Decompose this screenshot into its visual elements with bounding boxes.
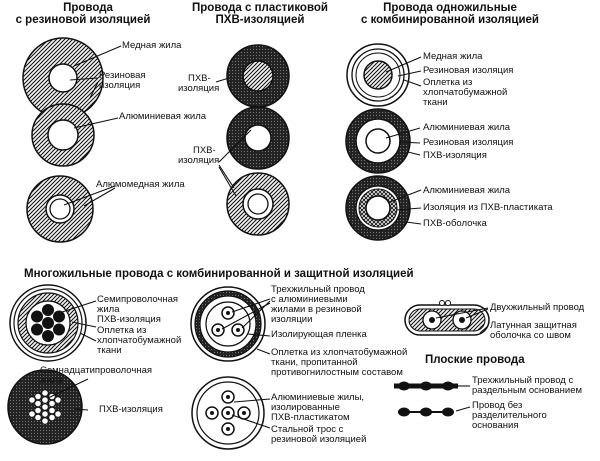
label-r-rubber-ins2: Резиновая изоляция	[423, 137, 514, 148]
label-f-twin: Двухжильный провод	[490, 302, 585, 313]
label-pvc-ins-2b: изоляция	[178, 155, 220, 166]
flat-wire-no-base	[398, 407, 454, 417]
label-f-nosep-2: разделительного	[472, 410, 547, 421]
label-r-braid-2: хлопчатобумажной	[423, 87, 508, 98]
flat-leaders	[455, 385, 471, 412]
label-f-brass-1: Латунная защитная	[490, 320, 577, 331]
multi-seventeen-wire	[7, 369, 83, 445]
label-f-three-1: Трехжильный провод с	[472, 375, 574, 386]
label-aluminum-core: Алюминиевая жила	[119, 111, 207, 122]
center-leaders	[221, 298, 271, 429]
heading-rubber: Провода	[28, 2, 148, 14]
heading-rubber-2: с резиновой изоляцией	[8, 14, 158, 26]
heading-pvc-line1: Провода с пластиковой	[192, 2, 328, 14]
label-pvc-ins-2a: ПХВ-	[193, 145, 216, 156]
label-rubber-ins-1: Резиновая	[99, 70, 146, 81]
label-c-braid-1: Оплетка из хлопчатобумажной	[271, 347, 408, 358]
label-alucopper-core: Алюмомедная жила	[96, 179, 185, 190]
label-c-steel-1: Стальной трос с	[271, 424, 344, 435]
pvc-wire-copper	[226, 44, 290, 108]
label-r-rubber-ins: Резиновая изоляция	[423, 65, 514, 76]
label-m-seven-1: Семипроволочная	[97, 294, 179, 305]
label-c-alu-3: ПХВ-пластикатом	[271, 412, 350, 423]
label-r-pvc-plastic-ins: Изоляция из ПХВ-пластиката	[423, 202, 553, 213]
label-r-braid-1: Оплетка из	[423, 77, 473, 88]
twin-leaders	[435, 307, 489, 334]
rubber-wire-copper	[22, 37, 104, 119]
label-c-braid-3: противогнилостным составом	[271, 367, 403, 378]
label-r-pvc-ins: ПХВ-изоляция	[423, 150, 487, 161]
rubber-wire-alucopper	[26, 175, 94, 243]
heading-rubber-line1: Провода	[63, 2, 113, 14]
combined-wire-pvc-sheath	[345, 175, 411, 241]
label-c-three-2: с алюминиевыми	[271, 294, 348, 305]
label-r-pvc-sheath: ПХВ-оболочка	[423, 218, 487, 229]
combined-leaders	[385, 56, 422, 225]
rubber-wire-aluminum	[31, 103, 95, 167]
combined-wire-aluminum	[345, 108, 411, 174]
multi-seven-wire	[9, 284, 87, 362]
label-c-three-1: Трехжильный провод	[271, 284, 365, 295]
label-c-braid-2: ткани, пропитанной	[271, 357, 358, 368]
label-copper-core: Медная жила	[122, 40, 182, 51]
label-f-three-2: раздельным основанием	[472, 385, 583, 396]
rubber-leaders	[63, 45, 122, 207]
label-c-three-3: жилами в резиновой	[271, 304, 362, 315]
heading-pvc: Провода с пластиковой	[180, 2, 340, 14]
label-r-alu-core2: Алюминиевая жила	[423, 185, 511, 196]
label-m-seventeen-1: Семнадцатипроволочная	[40, 365, 152, 376]
heading-single: Провода одножильные	[350, 2, 550, 14]
heading-pvc-2: ПХВ-изоляцией	[180, 14, 340, 26]
label-c-alu-2: изолированные	[271, 402, 340, 413]
label-rubber-ins-2: изоляция	[99, 80, 141, 91]
label-m-pvc-ins2: ПХВ-изоляция	[99, 404, 163, 415]
heading-single-line1: Провода одножильные	[383, 2, 517, 14]
heading-flat: Плоские провода	[425, 354, 525, 366]
pvc-leaders	[215, 77, 252, 197]
twin-wire	[404, 300, 490, 336]
steel-rope-cable	[191, 376, 265, 450]
label-r-alu-core: Алюминиевая жила	[423, 122, 511, 133]
label-r-copper-core: Медная жила	[423, 51, 483, 62]
heading-rubber-line2: с резиновой изоляцией	[15, 14, 151, 26]
flat-wire-separate-base	[394, 381, 458, 391]
label-m-seventeen-2: жила	[40, 375, 63, 386]
label-m-pvc-ins: ПХВ-изоляция	[97, 314, 161, 325]
label-r-braid-3: ткани	[423, 97, 448, 108]
heading-multi: Многожильные провода с комбинированной и…	[24, 268, 414, 280]
three-core-cable	[190, 286, 266, 362]
heading-pvc-line2: ПХВ-изоляцией	[215, 14, 305, 26]
label-c-three-4: изоляции	[271, 314, 313, 325]
label-c-alu-1: Алюминиевые жилы,	[271, 392, 365, 403]
label-pvc-ins-1b: изоляция	[178, 83, 220, 94]
multi-leaders	[47, 300, 97, 411]
label-m-braid-2: хлопчатобумажной	[97, 335, 182, 346]
pvc-wire-alucopper	[226, 172, 290, 236]
label-m-seven-2: жила	[97, 304, 120, 315]
label-pvc-ins-1a: ПХВ-	[188, 73, 211, 84]
label-c-steel-2: резиновой изоляцией	[271, 434, 367, 445]
label-m-braid-1: Оплетка из	[97, 325, 147, 336]
label-c-film: Изолирующая пленка	[271, 329, 367, 340]
heading-single-line2: с комбинированной изоляцией	[360, 14, 539, 26]
label-m-braid-3: ткани	[97, 345, 122, 356]
label-f-nosep-1: Провод без	[472, 400, 523, 411]
pvc-wire-aluminum	[226, 106, 290, 170]
heading-single-2: с комбинированной изоляцией	[335, 14, 565, 26]
label-f-brass-2: оболочка со швом	[490, 330, 571, 341]
combined-wire-copper	[346, 43, 410, 107]
label-f-nosep-3: основания	[472, 420, 519, 431]
